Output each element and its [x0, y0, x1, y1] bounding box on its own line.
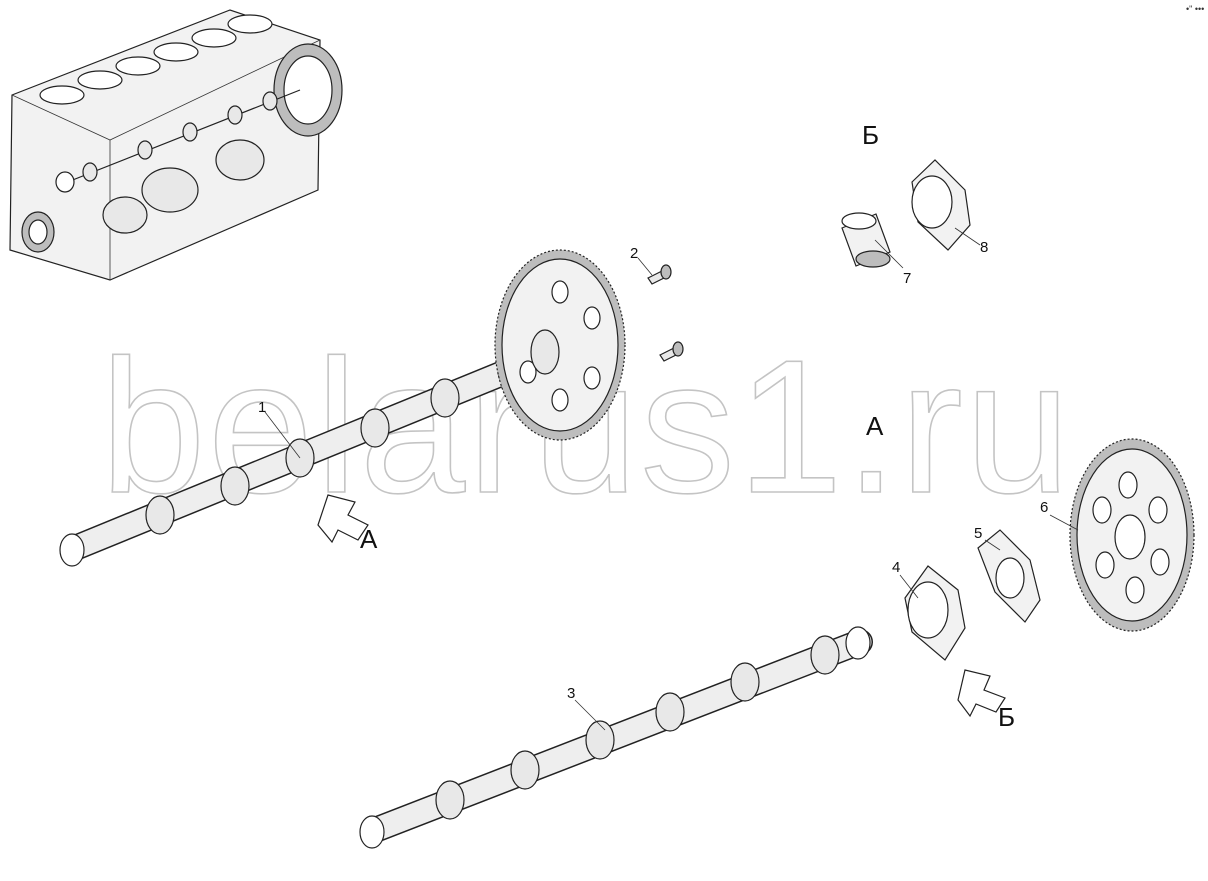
callout-8: 8 [980, 239, 988, 256]
corner-mark: •" ••• [1186, 4, 1204, 14]
callout-2: 2 [630, 245, 638, 262]
callout-7: 7 [903, 270, 911, 287]
bushing-7 [841, 212, 891, 268]
flange-bearing-4 [904, 565, 966, 661]
callout-5: 5 [974, 525, 982, 542]
view-arrow-a [317, 494, 369, 544]
engine-block-overview [9, 9, 343, 281]
flange-bearing-8 [911, 159, 971, 251]
leader-lines [264, 227, 1079, 731]
gasket-5 [977, 529, 1041, 623]
arrow-label-a: А [360, 524, 378, 554]
view-arrow-b [957, 669, 1006, 718]
bolt-upper [647, 264, 672, 285]
callout-4: 4 [892, 559, 900, 576]
arrow-label-b: Б [998, 702, 1015, 732]
view-label-b: Б [862, 120, 879, 150]
camshaft-3 [359, 626, 873, 849]
camshaft-gear-6 [1069, 438, 1195, 632]
camshaft-assembly-1 [59, 249, 626, 567]
callout-6: 6 [1040, 499, 1048, 516]
view-label-a: А [866, 411, 884, 441]
bolt-lower [659, 341, 684, 362]
callout-1: 1 [258, 399, 266, 416]
callout-3: 3 [567, 685, 575, 702]
